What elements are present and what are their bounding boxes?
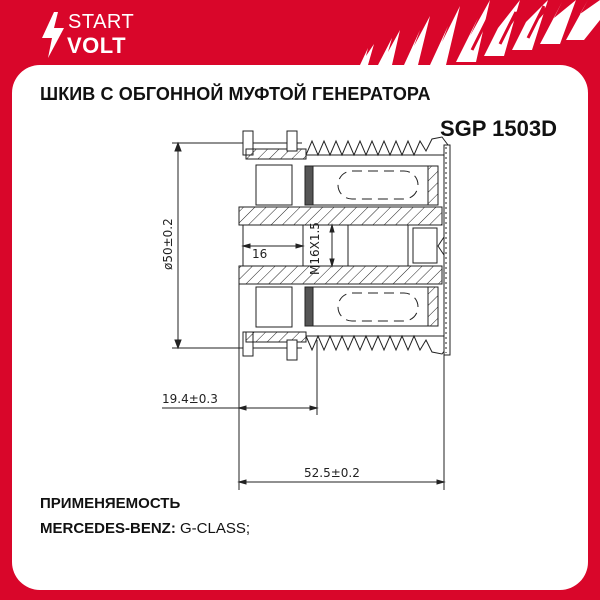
vehicle-models: G-CLASS; — [180, 520, 251, 537]
dimension-overall-length: 52.5±0.2 — [304, 466, 360, 480]
logo-text-volt: VOLT — [67, 33, 127, 58]
product-title: ШКИВ С ОБГОННОЙ МУФТОЙ ГЕНЕРАТОРА — [40, 84, 431, 104]
logo-text-start: START — [68, 11, 135, 33]
dimension-offset: 19.4±0.3 — [162, 392, 218, 406]
dimension-bore-depth: 16 — [252, 247, 267, 261]
lightning-bolt-icon — [42, 12, 64, 58]
technical-drawing: ø50±0.2 16 M16X1.5 19.4±0.3 52.5±0.2 — [161, 130, 451, 490]
applicability-item: MERCEDES-BENZ: G-CLASS; — [40, 520, 250, 537]
dimension-diameter: ø50±0.2 — [161, 218, 175, 270]
applicability-heading: ПРИМЕНЯЕМОСТЬ — [40, 495, 181, 512]
product-card: ШКИВ С ОБГОННОЙ МУФТОЙ ГЕНЕРАТОРА — [12, 65, 588, 590]
part-number: SGP 1503D — [440, 116, 558, 141]
start-volt-logo: START VOLT — [42, 10, 152, 62]
lightning-pattern-decoration — [360, 0, 600, 65]
vehicle-brand: MERCEDES-BENZ: — [40, 520, 176, 537]
dimension-thread: M16X1.5 — [308, 222, 322, 275]
